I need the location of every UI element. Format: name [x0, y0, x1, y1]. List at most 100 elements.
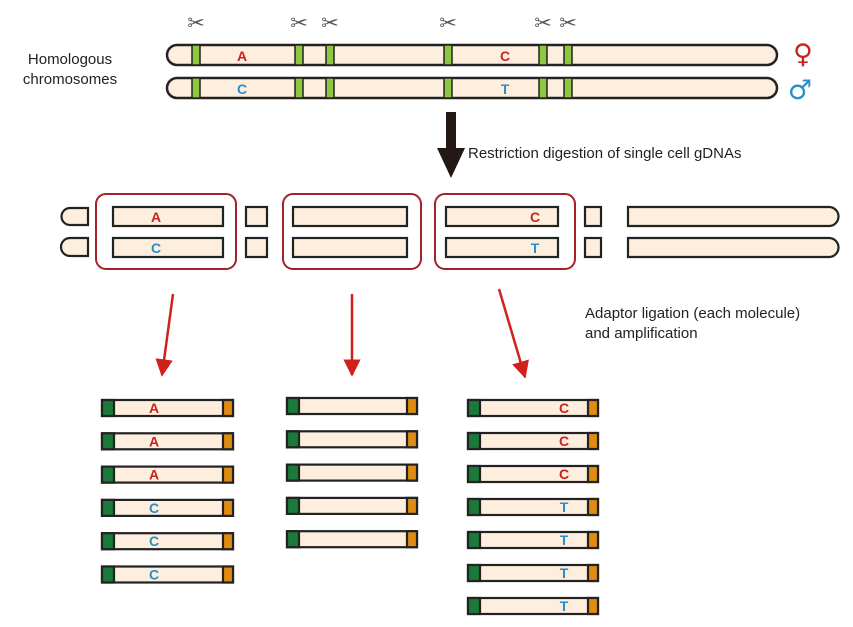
- paternal-chromosome: C T: [165, 76, 779, 100]
- restriction-site: [325, 44, 335, 66]
- amplified-molecule: [285, 496, 419, 515]
- fragment: [291, 205, 409, 228]
- scissors-icon: ✂: [290, 11, 308, 35]
- molecule-body: [100, 565, 235, 584]
- selected-fragment-box: [95, 193, 237, 270]
- restriction-site: [325, 77, 335, 99]
- restriction-site: [191, 77, 201, 99]
- digestion-label: Restriction digestion of single cell gDN…: [468, 145, 741, 162]
- digested-fragments: A C C T: [59, 193, 840, 270]
- male-icon: ♂: [788, 75, 812, 106]
- selected-fragment-box: [434, 193, 576, 270]
- restriction-site: [563, 44, 573, 66]
- left-adaptor: [285, 463, 301, 482]
- left-adaptor: [285, 396, 301, 416]
- fragment: [583, 236, 603, 259]
- right-adaptor: [405, 530, 419, 549]
- fragment: [583, 205, 603, 228]
- amplified-molecule: [285, 463, 419, 482]
- left-adaptor: [100, 498, 116, 517]
- molecule-body: [285, 496, 419, 515]
- left-adaptor: [466, 596, 482, 616]
- amplified-molecule: C: [100, 532, 235, 551]
- left-adaptor: [100, 432, 116, 451]
- molecule-body: [100, 398, 235, 418]
- molecule-body: [100, 498, 235, 517]
- molecule-body: [466, 596, 600, 616]
- left-adaptor: [285, 430, 301, 449]
- restriction-site: [294, 44, 304, 66]
- fragment: [444, 236, 560, 259]
- restriction-site: [563, 77, 573, 99]
- amplified-molecule: T: [466, 563, 600, 583]
- amplified-molecule: T: [466, 596, 600, 616]
- right-adaptor: [586, 596, 600, 616]
- allele-label: C: [559, 433, 569, 449]
- molecule-body: [100, 532, 235, 551]
- allele-label: T: [560, 598, 569, 614]
- molecule-body: [100, 465, 235, 484]
- fragment: [244, 236, 269, 259]
- fragment: [111, 236, 225, 259]
- ligation-arrow: [155, 293, 175, 377]
- allele-label: C: [149, 567, 159, 583]
- restriction-site: [294, 77, 304, 99]
- allele-label: C: [559, 466, 569, 482]
- molecule-body: [285, 396, 419, 416]
- molecule-body: [466, 398, 600, 418]
- amplified-molecule: C: [100, 498, 235, 517]
- restriction-site: [538, 44, 548, 66]
- allele-label: T: [560, 565, 569, 581]
- molecule-body: [285, 530, 419, 549]
- right-adaptor: [405, 430, 419, 449]
- right-adaptor: [221, 498, 235, 517]
- right-adaptor: [586, 563, 600, 583]
- molecule-body: [466, 497, 600, 517]
- left-adaptor: [100, 465, 116, 484]
- left-adaptor: [466, 563, 482, 583]
- restriction-site: [538, 77, 548, 99]
- left-adaptor: [100, 532, 116, 551]
- amplified-molecule: T: [466, 497, 600, 517]
- right-adaptor: [586, 497, 600, 517]
- female-icon: ♀: [793, 39, 813, 70]
- left-adaptor: [466, 431, 482, 451]
- molecule-body: [466, 530, 600, 550]
- scissors-icon: ✂: [321, 11, 339, 35]
- fragment: [111, 205, 225, 228]
- molecule-body: [466, 563, 600, 583]
- left-adaptor: [466, 398, 482, 418]
- allele-label: T: [560, 499, 569, 515]
- fragment: [291, 236, 409, 259]
- molecule-body: [466, 431, 600, 451]
- homologous-label-line2: chromosomes: [23, 71, 117, 88]
- amplified-molecule: T: [466, 530, 600, 550]
- right-adaptor: [586, 530, 600, 550]
- right-adaptor: [221, 465, 235, 484]
- allele-label: A: [237, 48, 247, 64]
- right-adaptor: [221, 398, 235, 418]
- amplified-molecule: [285, 396, 419, 416]
- fragment: [244, 205, 269, 228]
- scissors-group: ✂ ✂ ✂ ✂ ✂ ✂: [187, 11, 577, 35]
- left-adaptor: [285, 530, 301, 549]
- amplified-molecule: [285, 530, 419, 549]
- homologous-label-line1: Homologous: [28, 51, 112, 68]
- scissors-icon: ✂: [439, 11, 457, 35]
- allele-label: A: [149, 400, 159, 416]
- amplified-molecule: A: [100, 432, 235, 451]
- scissors-icon: ✂: [559, 11, 577, 35]
- allele-label: C: [530, 209, 540, 225]
- restriction-site: [191, 44, 201, 66]
- molecule-body: [285, 463, 419, 482]
- ligation-label-line2: and amplification: [585, 325, 698, 342]
- amplified-molecule: C: [100, 565, 235, 584]
- left-adaptor: [285, 496, 301, 515]
- left-adaptor: [100, 565, 116, 584]
- amplified-molecule: C: [466, 398, 600, 418]
- maternal-chromosome: A C: [165, 43, 779, 67]
- right-adaptor: [221, 565, 235, 584]
- fragment: [444, 205, 560, 228]
- chromosome-bar: [165, 43, 779, 67]
